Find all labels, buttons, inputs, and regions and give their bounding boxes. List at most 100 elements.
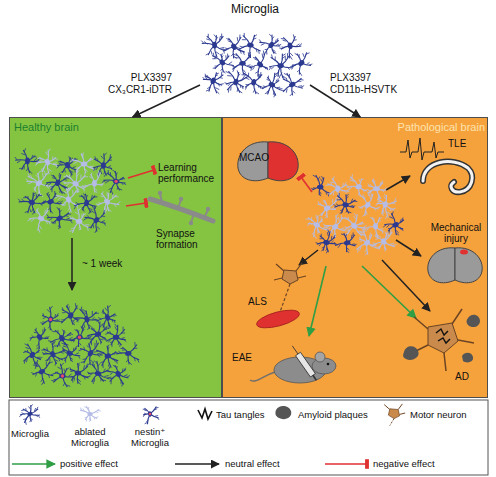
cell-process [116,337,126,340]
cell-process [358,192,359,195]
cell-process [62,349,69,353]
cell-process [62,338,67,345]
cell-process [97,410,100,412]
cell-process [334,205,345,207]
cell-process [372,178,374,181]
cell-process [351,174,353,179]
cell-process [271,40,278,45]
cell-process [62,368,67,376]
cell-process [108,305,111,308]
cell-process [378,202,380,204]
cell-process [326,184,330,186]
cell-process [94,207,97,220]
legend-sample [325,463,367,465]
cell-process [250,45,260,51]
cell-process [260,72,262,76]
flow-arrow [310,85,360,117]
cell-process [250,64,260,68]
cell-process [86,310,87,319]
cell-process [275,80,277,83]
cell-process [47,336,50,338]
cell-process [54,191,55,195]
cell-process [88,226,91,228]
cell-process [321,249,323,251]
cell-process [66,306,71,316]
cell-process [213,67,216,69]
cell-process [203,77,205,80]
cell-soma [212,42,217,49]
amyloid-plaque [462,353,473,363]
cell-process [50,307,51,320]
cell-process [281,66,283,78]
cell-process [71,337,79,341]
cell-process [63,176,68,177]
cell-process [83,176,88,177]
cell-process [58,224,60,227]
cell-process [107,317,115,320]
cell-process [359,231,363,233]
cell-process [316,217,317,220]
cell-process [49,221,51,224]
cell-process [82,319,87,328]
cell-process [71,376,74,378]
cell-process [256,92,259,94]
cell-process [101,361,105,362]
cell-process [341,234,344,235]
cell-process [94,183,103,184]
cell-process [335,197,336,201]
cell-process [70,367,72,370]
motor-neuron [296,263,302,271]
cell-process [320,221,323,222]
cell-process [93,417,95,420]
cell-process [42,319,51,324]
cell-process [109,378,113,379]
cell-process [85,224,89,225]
microglia-cell [212,53,234,74]
cell-soma [343,240,351,247]
cell-process [363,226,375,229]
cell-process [338,185,347,189]
cell-process [42,313,44,316]
cell-process [51,193,57,202]
cell-process [251,67,252,71]
cell-process [365,252,368,255]
cell-process [98,370,108,373]
cell-process [52,156,54,159]
cell-process [46,172,48,176]
cell-process [104,153,107,156]
cell-soma [380,237,387,245]
cell-soma [47,198,55,205]
cell-soma [373,186,380,191]
cell-process [77,190,79,193]
cell-process [58,226,60,229]
cell-process [86,195,88,198]
cell-process [206,53,210,55]
microglia-cell [105,324,127,347]
cell-process [33,372,42,375]
cell-process [88,327,90,330]
cell-process [118,374,124,385]
cell-process [92,311,93,315]
cell-soma [342,202,350,208]
cell-process [69,175,70,179]
cell-process [207,36,215,45]
cell-process [68,157,71,165]
cell-process [83,358,87,360]
cell-process [245,78,249,80]
cell-process [233,47,235,59]
cell-process [262,54,264,58]
cell-process [201,41,204,44]
cell-process [79,195,82,197]
cell-process [62,376,67,387]
cell-process [334,243,337,245]
cell-process [154,409,157,411]
cell-process [345,226,348,228]
cell-process [385,235,388,236]
cell-process [354,226,362,236]
cell-process [373,218,375,221]
cell-soma [112,178,120,185]
cell-process [242,86,244,89]
cell-process [107,193,109,202]
nestin-marker [78,336,81,339]
cell-process [322,247,325,248]
